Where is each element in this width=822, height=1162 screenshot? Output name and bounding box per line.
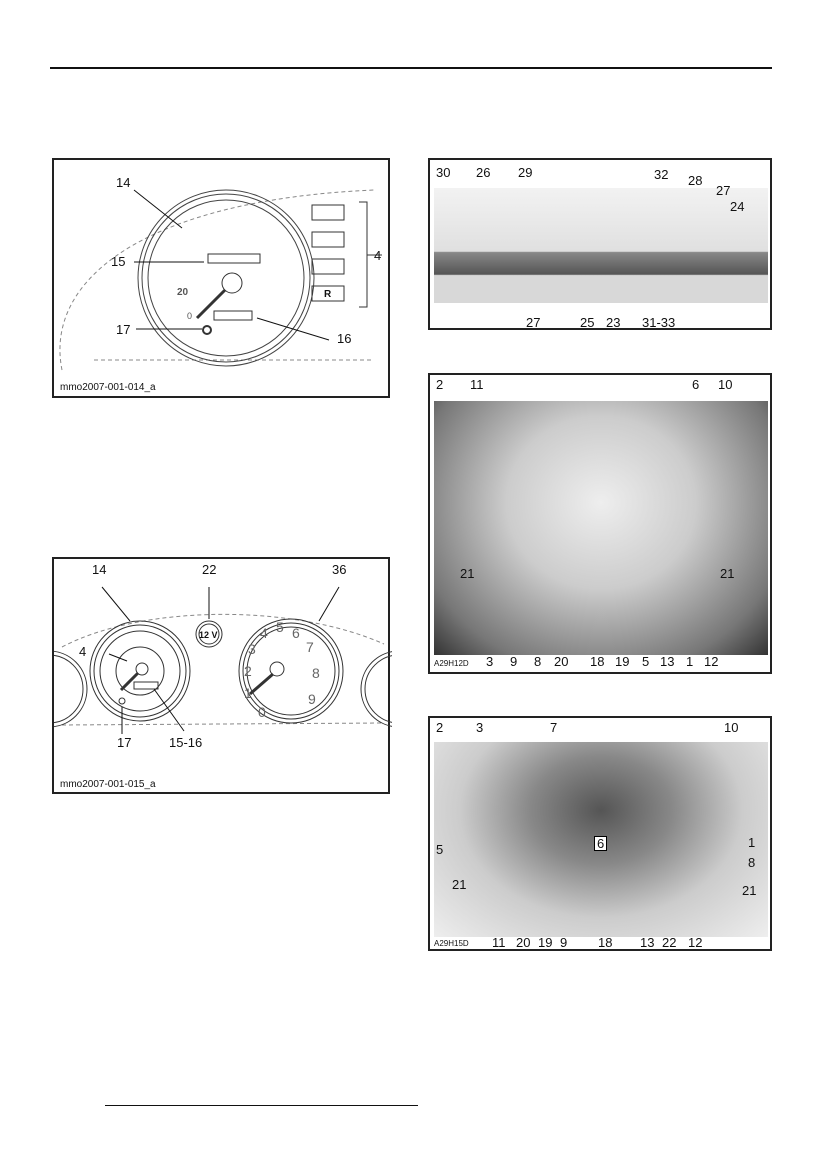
callout-1: 1 — [686, 654, 694, 669]
figure-caption: A29H15D — [434, 939, 469, 948]
callout-29: 29 — [518, 165, 533, 180]
snowmobile-side-photo — [434, 188, 768, 303]
tach-number: 1 — [244, 685, 252, 701]
callout-27: 27 — [526, 315, 541, 330]
callout-21: 21 — [460, 566, 475, 581]
callout-22: 22 — [662, 935, 677, 950]
tach-number: 9 — [308, 691, 316, 707]
callout-21: 21 — [742, 883, 757, 898]
callout-13: 13 — [640, 935, 655, 950]
callout-22: 22 — [202, 562, 217, 577]
callout-10: 10 — [724, 720, 739, 735]
tach-number: 3 — [248, 641, 256, 657]
callout-5: 5 — [642, 654, 650, 669]
voltage-outlet-label: 12 V — [199, 630, 218, 640]
callout-19: 19 — [615, 654, 630, 669]
callout-21: 21 — [452, 877, 467, 892]
callout-13: 13 — [660, 654, 675, 669]
callout-7: 7 — [550, 720, 558, 735]
callout-2: 2 — [436, 377, 444, 392]
callout-25: 25 — [580, 315, 595, 330]
callout-18: 18 — [590, 654, 605, 669]
speed-0: 0 — [187, 311, 193, 321]
callout-27: 27 — [716, 183, 731, 198]
callout-26: 26 — [476, 165, 491, 180]
tach-number: 8 — [312, 665, 320, 681]
callout-21: 21 — [720, 566, 735, 581]
callout-36: 36 — [332, 562, 347, 577]
callout-31-33: 31-33 — [642, 315, 676, 330]
callout-2: 2 — [436, 720, 444, 735]
callout-16: 16 — [337, 331, 352, 346]
figure-dual-gauge: 14 22 36 4 17 15-16 12 V mmo2007-001-015… — [52, 557, 392, 794]
callout-4: 4 — [79, 644, 87, 659]
callout-32: 32 — [654, 167, 669, 182]
tach-number: 2 — [244, 663, 252, 679]
callout-28: 28 — [688, 173, 703, 188]
tach-number: 4 — [260, 625, 268, 641]
callout-8: 8 — [748, 855, 756, 870]
dual-gauge-drawing — [54, 586, 392, 734]
callout-11: 11 — [470, 377, 484, 392]
figure-caption: A29H12D — [434, 659, 469, 668]
callout-6: 6 — [692, 377, 700, 392]
callout-14: 14 — [116, 175, 131, 190]
callout-11: 11 — [492, 935, 506, 950]
callout-17: 17 — [116, 322, 131, 337]
callout-9: 9 — [510, 654, 518, 669]
callout-12: 12 — [688, 935, 703, 950]
handlebar-photo-1 — [434, 401, 768, 655]
callout-18: 18 — [598, 935, 613, 950]
callout-20: 20 — [516, 935, 531, 950]
callout-6: 6 — [594, 836, 608, 851]
figure-single-gauge: 14 15 4 20 0 17 16 R mmo2007-001-014_a — [52, 158, 390, 398]
callout-10: 10 — [718, 377, 733, 392]
callout-19: 19 — [538, 935, 553, 950]
callout-9: 9 — [560, 935, 568, 950]
tach-number: 5 — [276, 619, 284, 635]
tach-number: 7 — [306, 639, 314, 655]
speed-20: 20 — [177, 287, 189, 298]
callout-15: 15 — [111, 254, 126, 269]
callout-20: 20 — [554, 654, 569, 669]
footnote-rule — [105, 1105, 418, 1106]
figure-handlebar-photo-1: A29H12D 2 11 6 10 21 21 3 9 8 20 18 19 5 13 1 12 — [428, 373, 772, 674]
gauge-drawing — [59, 189, 382, 371]
callout-5: 5 — [436, 842, 444, 857]
callout-8: 8 — [534, 654, 542, 669]
tach-number: 6 — [292, 625, 300, 641]
callout-4: 4 — [374, 248, 382, 263]
callout-24: 24 — [730, 199, 745, 214]
callout-17: 17 — [117, 735, 132, 750]
figure-caption: mmo2007-001-014_a — [60, 382, 156, 393]
callout-23: 23 — [606, 315, 621, 330]
callout-15-16: 15-16 — [169, 735, 203, 750]
callout-3: 3 — [476, 720, 484, 735]
header-rule — [50, 67, 772, 69]
figure-caption: mmo2007-001-015_a — [60, 779, 156, 790]
callout-14: 14 — [92, 562, 107, 577]
callout-12: 12 — [704, 654, 719, 669]
callout-3: 3 — [486, 654, 494, 669]
callout-1: 1 — [748, 835, 756, 850]
reverse-indicator: R — [324, 289, 332, 300]
callout-30: 30 — [436, 165, 451, 180]
tach-number: 0 — [258, 704, 266, 720]
